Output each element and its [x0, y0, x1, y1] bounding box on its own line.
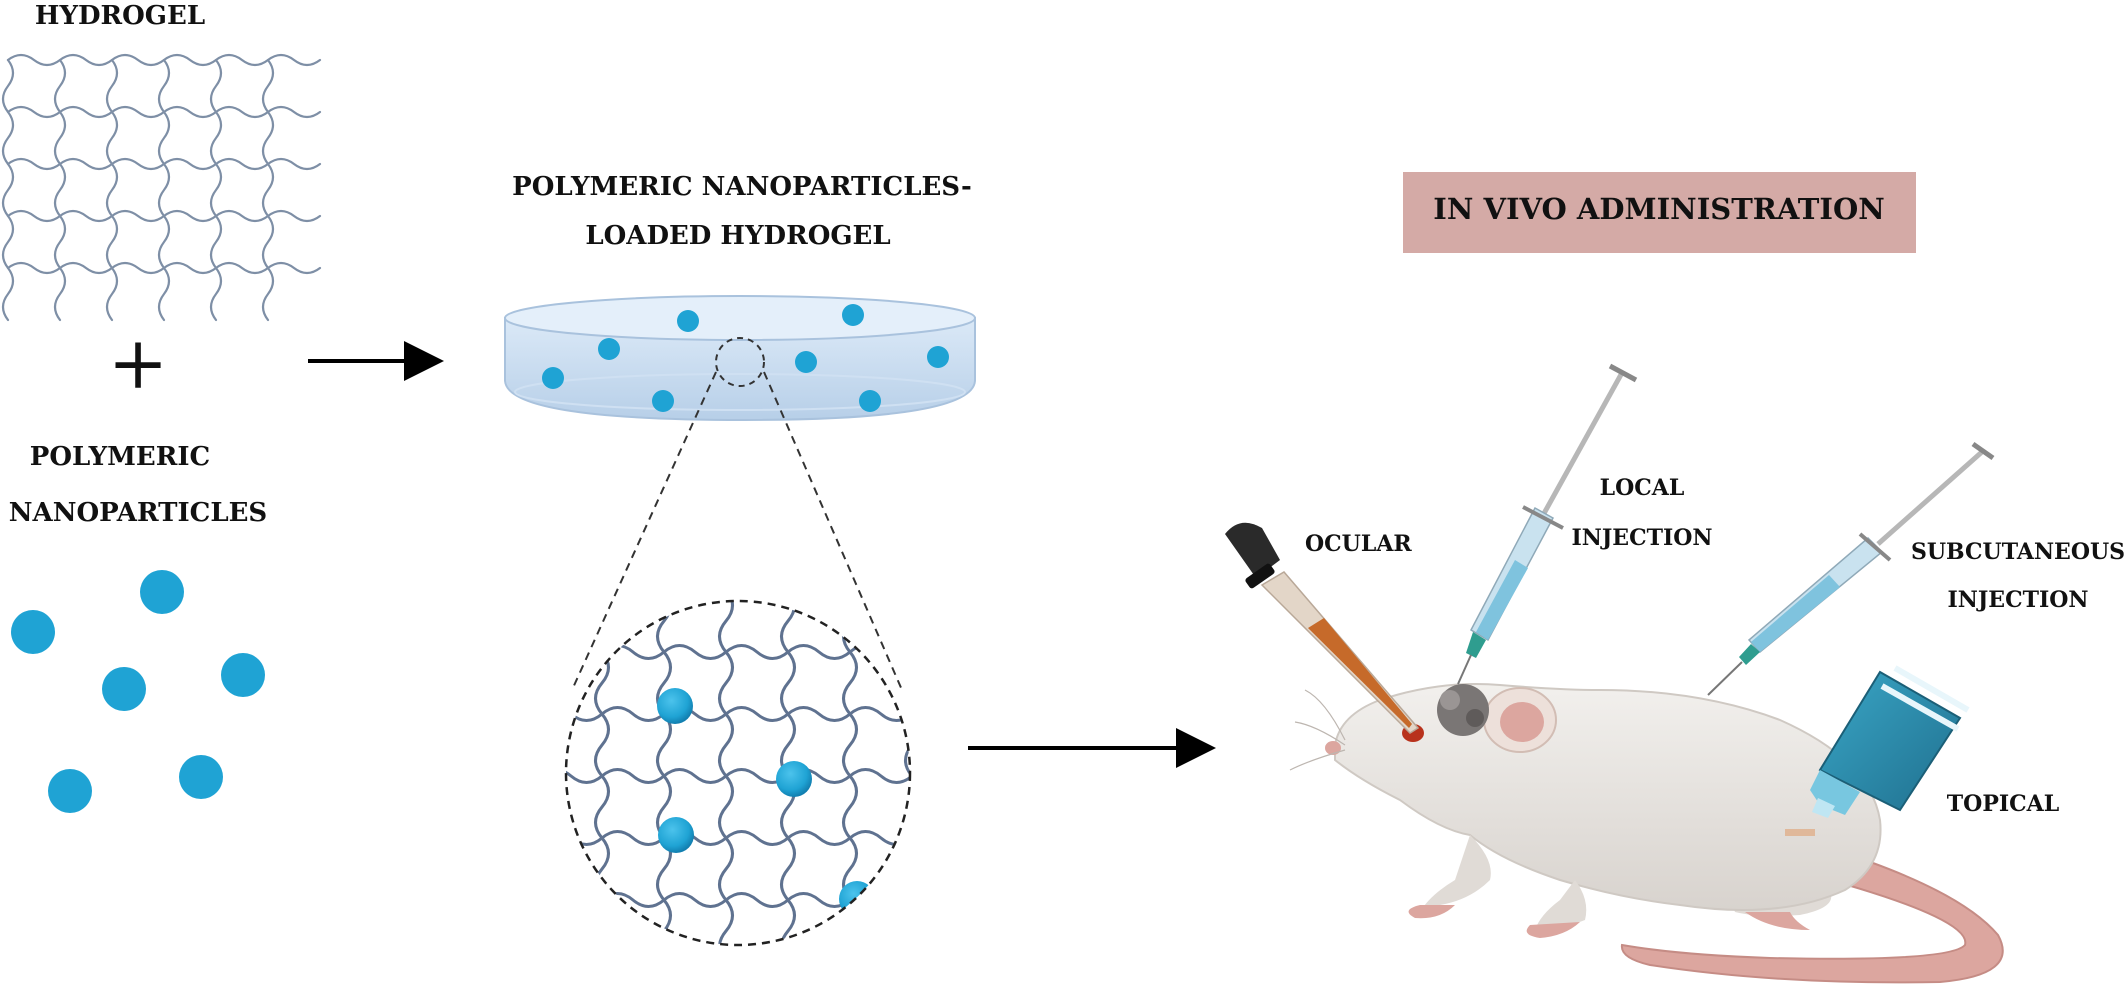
mesh-strand [1, 58, 15, 322]
hydrogel-mesh-icon [1, 53, 322, 322]
dropper-icon [1225, 522, 1420, 734]
syringe-icon [1707, 441, 1995, 696]
subcutaneous-label-line1: SUBCUTANEOUS [1911, 539, 2125, 565]
topical-application-area [1785, 829, 1815, 836]
nanoparticle-icon [657, 688, 693, 724]
in-vivo-title: IN VIVO ADMINISTRATION [1433, 192, 1884, 226]
mesh-strand [842, 601, 858, 945]
nanoparticle-icon [927, 346, 949, 368]
nanoparticle-icon [859, 390, 881, 412]
nanoparticle-icon [11, 610, 55, 654]
mesh-strand [53, 58, 67, 322]
mouse-tail [1620, 848, 2004, 984]
loaded-hydrogel-label-line2: LOADED HYDROGEL [585, 221, 890, 251]
nanoparticle-icon [776, 761, 812, 797]
zoomed-mesh-view [534, 584, 974, 998]
mesh-strand [534, 590, 547, 998]
in-vivo-banner [1403, 172, 1916, 253]
petri-dish-icon [504, 295, 976, 422]
syringe-icon [1457, 363, 1638, 685]
mesh-strand [209, 58, 223, 322]
nanoparticle-icon [842, 304, 864, 326]
nanoparticle-icon [542, 367, 564, 389]
nanoparticle-icon [102, 667, 146, 711]
nanoparticle-icon [140, 570, 184, 614]
nanoparticle-icon [652, 390, 674, 412]
mesh-strand [105, 58, 119, 322]
local-injection-label-line1: LOCAL [1600, 475, 1685, 501]
nanoparticle-icon [839, 881, 875, 917]
mesh-strand [540, 584, 974, 597]
free-nanoparticles [11, 570, 265, 813]
mesh-strand [566, 768, 910, 784]
nanoparticle-icon [677, 310, 699, 332]
plus-sign: + [108, 321, 168, 405]
mesh-strand [718, 601, 734, 945]
mesh-strand [540, 956, 974, 969]
mesh-strand [157, 58, 171, 322]
nanoparticles-label: NANOPARTICLES [9, 498, 267, 528]
mesh-strand [656, 601, 672, 945]
mesh-strand [261, 58, 275, 322]
local-injection-label-line2: INJECTION [1571, 525, 1712, 551]
nanoparticle-icon [598, 338, 620, 360]
subcutaneous-label-line2: INJECTION [1947, 587, 2088, 613]
zoom-line-left [571, 371, 717, 691]
topical-label: TOPICAL [1947, 791, 2059, 817]
mesh-strand [780, 601, 796, 945]
loaded-hydrogel-label-line1: POLYMERIC NANOPARTICLES- [512, 172, 972, 202]
mouse-icon [1289, 683, 1882, 938]
ointment-tube-icon [1810, 665, 1970, 818]
hydrogel-label: HYDROGEL [35, 1, 205, 31]
nanoparticle-icon [221, 653, 265, 697]
ocular-label: OCULAR [1305, 531, 1412, 557]
nanoparticle-icon [48, 769, 92, 813]
nanoparticle-icon [658, 817, 694, 853]
nanoparticle-icon [179, 755, 223, 799]
nanoparticle-icon [795, 351, 817, 373]
polymeric-label: POLYMERIC [30, 442, 210, 472]
zoom-line-right [763, 371, 903, 691]
